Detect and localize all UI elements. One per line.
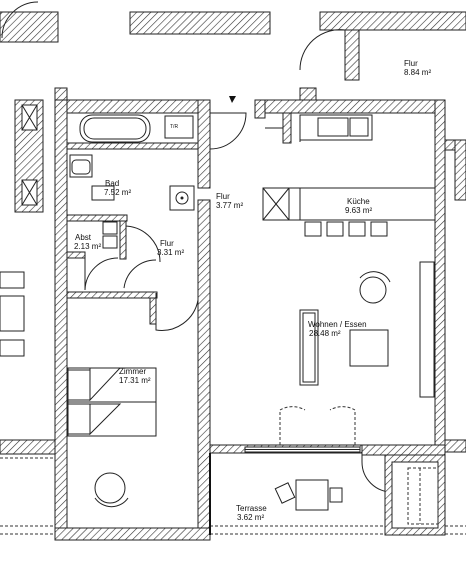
room-name-kueche: Küche: [347, 197, 370, 206]
neighbour-furniture: [0, 139, 466, 357]
room-area-zimmer: 17.31 m²: [119, 376, 151, 385]
room-area-flur-main: 3.77 m²: [216, 201, 243, 210]
room-name-zimmer: Zimmer: [119, 367, 146, 376]
room-area-bad: 7.52 m²: [104, 188, 131, 197]
living-furniture: [244, 261, 435, 453]
room-area-terrasse: 3.62 m²: [237, 513, 264, 522]
room-name-bad: Bad: [105, 179, 119, 188]
terrace: [0, 453, 466, 536]
room-name-wohnen: Wohnen / Essen: [308, 320, 367, 329]
room-name-abst: Abst: [75, 233, 92, 242]
room-area-wohnen: 28.48 m²: [309, 329, 341, 338]
entrance-arrow-icon: [229, 96, 236, 103]
room-area-abst: 2.13 m²: [74, 242, 101, 251]
room-name-flur-top: Flur: [404, 59, 418, 68]
upper-walls: [0, 1, 466, 103]
bathroom-fixtures: T/R: [69, 114, 195, 249]
room-name-terrasse: Terrasse: [236, 504, 267, 513]
interior-walls: [66, 112, 292, 325]
bedroom-furniture: [67, 367, 157, 508]
room-area-flur-small: 3.31 m²: [157, 248, 184, 257]
outer-walls: [0, 99, 466, 541]
room-name-flur-main: Flur: [216, 192, 230, 201]
room-area-flur-top: 8.84 m²: [404, 68, 431, 77]
room-area-kueche: 9.63 m²: [345, 206, 372, 215]
room-name-flur-small: Flur: [160, 239, 174, 248]
kitchen-fixtures: [262, 114, 436, 237]
svg-text:T/R: T/R: [170, 124, 178, 130]
